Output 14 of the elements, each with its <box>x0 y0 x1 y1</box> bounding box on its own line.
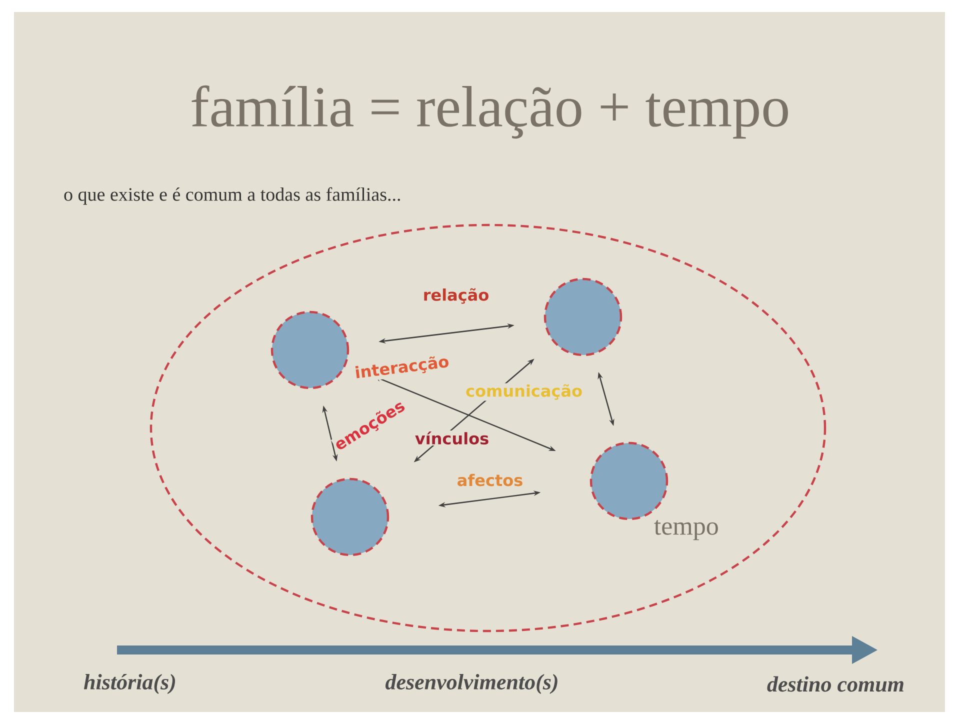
timeline-label: destino comum <box>767 676 904 692</box>
word-label: vínculos <box>414 430 490 446</box>
subtitle: o que existe e é comum a todas as famílias... <box>64 187 400 205</box>
timeline-label: história(s) <box>84 674 176 694</box>
dashed-circle <box>544 278 622 356</box>
edge-label: comunicação <box>464 383 584 401</box>
dashed-circle <box>310 478 390 556</box>
edge-label: afectos <box>456 472 524 488</box>
dashed-circle <box>590 442 668 520</box>
title: família = relação + tempo <box>192 85 788 139</box>
dashed-circle <box>270 310 350 390</box>
timeline-label: desenvolvimento(s) <box>386 674 558 694</box>
edge-label: interacção <box>352 353 452 383</box>
edge-label: relação <box>422 287 490 305</box>
